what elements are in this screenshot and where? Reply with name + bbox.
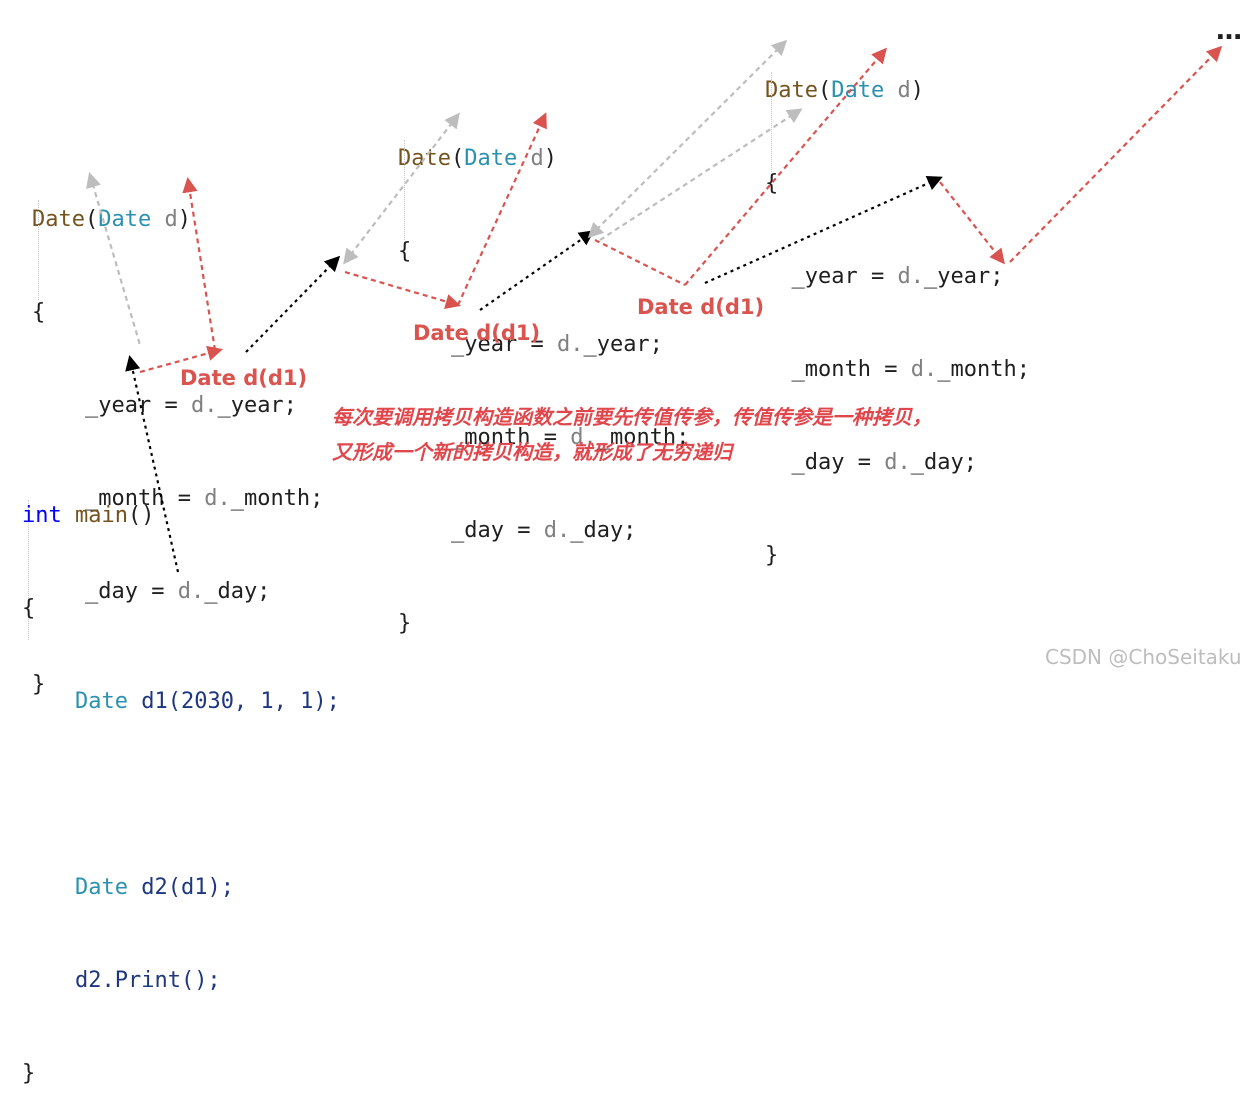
arrow-black-c2-to-c3 <box>479 230 595 311</box>
indent-guide <box>28 500 29 640</box>
code-line-year: _year = d._year; <box>450 332 663 357</box>
arrow-red-c3-up <box>684 47 887 286</box>
code-line-day: _day = d._day; <box>450 518 637 543</box>
arrow-gray-c2 <box>343 112 460 265</box>
code-line-month: _month = d._month; <box>791 357 1030 382</box>
code-line-d1: Date d1(2030, 1, 1); <box>74 689 340 714</box>
note-line-1: 每次要调用拷贝构造函数之前要先传值传参，传值传参是一种拷贝， <box>332 405 932 429</box>
indent-guide <box>38 200 39 300</box>
code-line-day: _day = d._day; <box>84 579 271 604</box>
close-brace: } <box>765 543 779 568</box>
ellipsis: … <box>1216 16 1242 46</box>
close-brace: } <box>22 1061 36 1086</box>
arrow-red-c1-up <box>182 176 217 351</box>
close-brace: } <box>398 611 412 636</box>
arrow-black-c3-to-c4 <box>704 175 943 285</box>
recursion-note: 每次要调用拷贝构造函数之前要先传值传参，传值传参是一种拷贝， 又形成一个新的拷贝… <box>332 400 932 470</box>
arrow-red-c4-down <box>939 181 1005 265</box>
arrow-red-c1-right <box>139 345 223 374</box>
constructor-block-3: Date(Date d) { _year = d._year; _month =… <box>765 13 1030 602</box>
copy-call-label-2: Date d(d1) <box>413 321 541 345</box>
code-line-print: d2.Print(); <box>74 968 221 993</box>
arrow-gray-c3-b <box>599 108 803 241</box>
arrow-gray-c1 <box>86 172 142 346</box>
arrow-black-main-to-c1 <box>125 354 180 573</box>
csdn-watermark: CSDN @ChoSeitaku <box>1045 645 1242 669</box>
arrow-red-c4-up <box>1009 45 1223 263</box>
code-line-year: _year = d._year; <box>791 264 1004 289</box>
open-brace: { <box>22 596 36 621</box>
code-line-d2: Date d2(d1); <box>74 875 234 900</box>
copy-call-label-1: Date d(d1) <box>180 366 308 390</box>
main-signature: int main() <box>22 503 155 528</box>
code-line-day: _day = d._day; <box>791 450 977 475</box>
arrow-gray-c3-a <box>587 39 788 239</box>
arrow-red-c2-up <box>456 112 547 306</box>
code-line-month: _month = d._month; <box>84 486 324 511</box>
arrow-red-c3-down <box>594 239 686 286</box>
recursion-arrows <box>86 39 1223 573</box>
constructor-signature: Date(Date d) <box>32 207 191 232</box>
note-line-2: 又形成一个新的拷贝构造，就形成了无穷递归 <box>332 440 732 464</box>
code-line-month: _month = d._month; <box>450 425 690 450</box>
blank-line <box>22 779 340 810</box>
constructor-block-1: Date(Date d) { _year = d._year; _month =… <box>32 142 323 731</box>
code-line-year: _year = d._year; <box>84 393 297 418</box>
arrow-red-c2-down <box>344 270 461 309</box>
copy-call-label-3: Date d(d1) <box>637 295 765 319</box>
open-brace: { <box>32 300 46 325</box>
arrow-black-c1-to-c2 <box>245 255 341 353</box>
